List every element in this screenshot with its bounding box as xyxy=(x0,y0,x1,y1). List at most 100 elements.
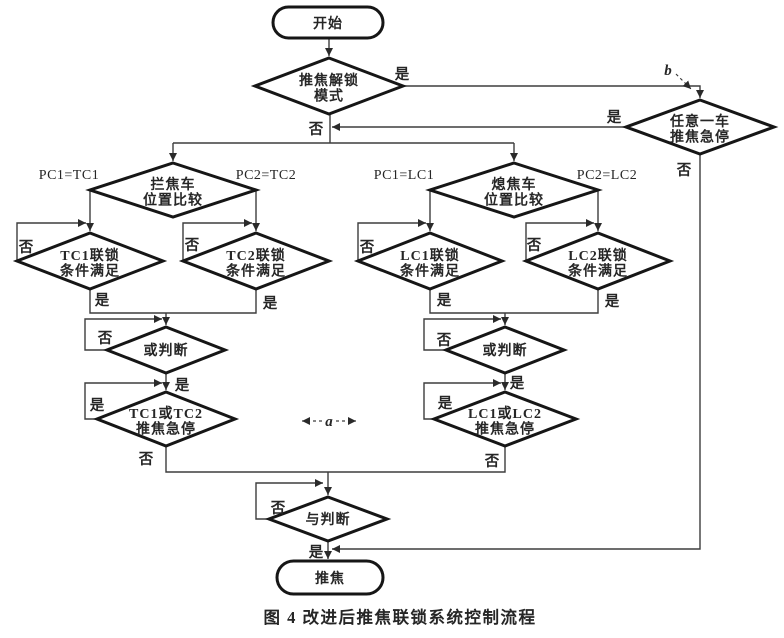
loop-tc1-no xyxy=(16,219,86,261)
decision-lc-estop: LC1或LC2 推焦急停 xyxy=(429,390,581,448)
decision-unlock-mode: 推焦解锁 模式 xyxy=(250,56,408,116)
decision-unlock-mode-line1: 推焦解锁 xyxy=(299,72,359,89)
label-tc-estop-no: 否 xyxy=(138,451,154,468)
decision-tc2-interlock-line1: TC2联锁 xyxy=(226,247,285,264)
label-lc1-no: 否 xyxy=(359,239,375,256)
label-tc2-yes: 是 xyxy=(262,295,278,312)
decision-lc1-interlock-line1: LC1联锁 xyxy=(400,247,459,264)
label-orright-no: 否 xyxy=(436,332,452,349)
decision-and-judge: 与判断 xyxy=(264,495,392,543)
label-pc2-lc2: PC2=LC2 xyxy=(577,168,637,183)
decision-tc-estop-shape xyxy=(92,390,240,448)
nodes: 开始 推焦解锁 模式 任意一车 推焦急停 拦焦车 位置比较 熄焦车 位置比较 T… xyxy=(12,5,779,596)
label-anycar-no: 否 xyxy=(676,162,692,179)
loop-lc1-no xyxy=(357,219,426,261)
decision-lc-position-line2: 位置比较 xyxy=(484,192,544,209)
edge-unlock-yes-to-anycar xyxy=(403,85,704,98)
label-tc-estop-yes: 是 xyxy=(89,397,105,414)
loop-tc2-no xyxy=(182,219,252,261)
label-lc-estop-yes: 是 xyxy=(437,395,453,412)
decision-lc-estop-line1: LC1或LC2 xyxy=(468,405,542,422)
label-lc1-yes: 是 xyxy=(436,292,452,309)
label-lc2-no: 否 xyxy=(526,237,542,254)
decision-tc-position-line2: 位置比较 xyxy=(143,192,203,209)
label-pc1-lc1: PC1=LC1 xyxy=(374,168,434,183)
decision-or-judge-right-shape xyxy=(441,325,569,375)
terminator-start-label: 开始 xyxy=(313,15,343,32)
label-pc1-tc1: PC1=TC1 xyxy=(39,168,99,183)
decision-and-judge-label: 与判断 xyxy=(306,511,351,528)
decision-tc1-interlock: TC1联锁 条件满足 xyxy=(12,231,168,291)
label-orright-yes: 是 xyxy=(509,375,525,392)
decision-unlock-mode-shape xyxy=(250,56,408,116)
decision-any-car-estop-shape xyxy=(621,98,779,156)
terminator-start: 开始 xyxy=(271,5,385,40)
decision-lc2-interlock-line2: 条件满足 xyxy=(567,263,628,280)
loop-or-left-no xyxy=(84,315,162,351)
decision-lc1-interlock: LC1联锁 条件满足 xyxy=(353,231,507,291)
label-and-no: 否 xyxy=(270,500,286,517)
label-orleft-no: 否 xyxy=(97,330,113,347)
label-lc-estop-no: 否 xyxy=(484,453,500,470)
decision-or-judge-right: 或判断 xyxy=(441,325,569,375)
decision-lc1-interlock-line2: 条件满足 xyxy=(399,263,460,280)
decision-lc1-interlock-shape xyxy=(353,231,507,291)
decision-tc1-interlock-line1: TC1联锁 xyxy=(60,247,119,264)
decision-tc-position: 拦焦车 位置比较 xyxy=(85,161,261,219)
decision-or-judge-left-label: 或判断 xyxy=(144,342,189,359)
edge-estop-no-merge xyxy=(165,446,506,473)
decision-any-car-estop-line2: 推焦急停 xyxy=(670,129,730,146)
decision-tc-estop: TC1或TC2 推焦急停 xyxy=(92,390,240,448)
decision-any-car-estop-line1: 任意一车 xyxy=(669,113,730,130)
decision-tc2-interlock-shape xyxy=(178,231,334,291)
label-and-yes: 是 xyxy=(308,544,324,561)
label-orleft-yes: 是 xyxy=(174,377,190,394)
decision-any-car-estop: 任意一车 推焦急停 xyxy=(621,98,779,156)
decision-lc-position: 熄焦车 位置比较 xyxy=(425,161,603,219)
decision-tc-estop-line1: TC1或TC2 xyxy=(129,405,203,422)
loop-and-judge-no xyxy=(255,479,323,520)
decision-lc2-interlock-shape xyxy=(521,231,675,291)
connectors xyxy=(16,38,704,559)
terminator-push-coke: 推焦 xyxy=(275,559,385,596)
decision-lc2-interlock-line1: LC2联锁 xyxy=(568,247,627,264)
edge-lc-yes-merge xyxy=(429,289,599,314)
decision-lc-estop-shape xyxy=(429,390,581,448)
decision-tc-estop-line2: 推焦急停 xyxy=(136,421,196,438)
label-unlock-no: 否 xyxy=(308,121,324,138)
decision-lc2-interlock: LC2联锁 条件满足 xyxy=(521,231,675,291)
loop-lc-estop-yes xyxy=(423,379,501,420)
edge-labels: 是 否 是 否 否 否 否 否 是 是 是 是 否 否 是 是 是 是 否 否 … xyxy=(18,63,692,561)
label-tc1-no: 否 xyxy=(18,239,34,256)
decision-tc1-interlock-line2: 条件满足 xyxy=(59,263,120,280)
label-pc2-tc2: PC2=TC2 xyxy=(236,168,296,183)
decision-tc-position-shape xyxy=(85,161,261,219)
decision-lc-estop-line2: 推焦急停 xyxy=(475,421,535,438)
label-tc2-no: 否 xyxy=(184,237,200,254)
decision-tc-position-line1: 拦焦车 xyxy=(151,176,196,193)
edge-connector-b-arrow xyxy=(675,73,692,90)
label-connector-a: a xyxy=(325,414,333,430)
figure-caption: 图 4 改进后推焦联锁系统控制流程 xyxy=(264,607,537,627)
label-unlock-yes: 是 xyxy=(394,66,410,83)
decision-and-judge-shape xyxy=(264,495,392,543)
loop-tc-estop-yes xyxy=(84,379,162,420)
decision-tc2-interlock-line2: 条件满足 xyxy=(225,263,286,280)
edge-anycar-no-return xyxy=(332,154,701,553)
decision-lc-position-shape xyxy=(425,161,603,219)
terminator-push-coke-shape xyxy=(275,559,385,596)
loop-or-right-no xyxy=(423,315,501,351)
terminator-push-coke-label: 推焦 xyxy=(315,570,345,587)
label-lc2-yes: 是 xyxy=(604,293,620,310)
decision-tc2-interlock: TC2联锁 条件满足 xyxy=(178,231,334,291)
label-anycar-yes: 是 xyxy=(606,109,622,126)
label-connector-b: b xyxy=(664,63,672,79)
decision-or-judge-right-label: 或判断 xyxy=(483,342,528,359)
loop-lc2-no xyxy=(525,219,594,261)
decision-unlock-mode-line2: 模式 xyxy=(314,88,344,105)
decision-or-judge-left: 或判断 xyxy=(102,325,230,375)
edge-tc-yes-merge xyxy=(89,289,257,314)
label-tc1-yes: 是 xyxy=(94,292,110,309)
